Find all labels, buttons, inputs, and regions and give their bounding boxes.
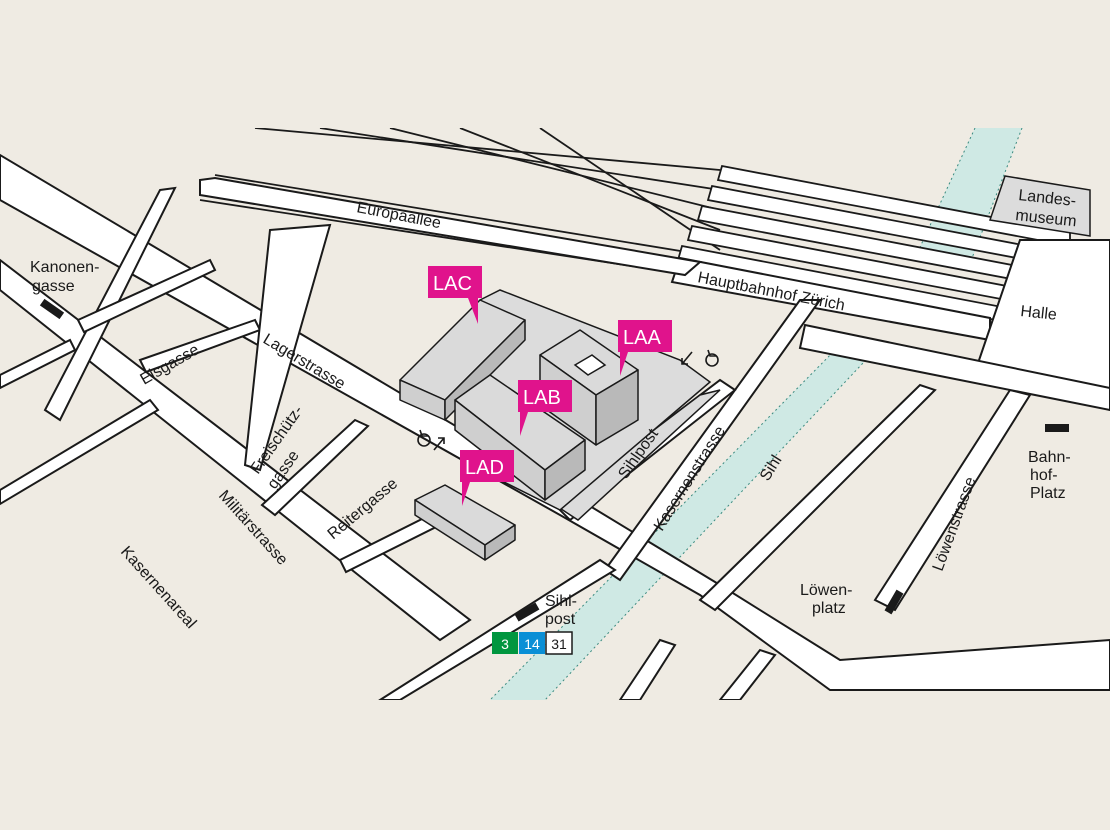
sihl-river bbox=[915, 128, 1022, 258]
building-lad bbox=[414, 484, 516, 561]
militaerstrasse-road bbox=[0, 257, 472, 642]
label-halle: Halle bbox=[1020, 303, 1058, 324]
lagerstrasse-road bbox=[0, 153, 1110, 691]
label-landesmuseum: Landes- bbox=[1018, 187, 1077, 210]
label-bahnhofplatz: Bahn- bbox=[1028, 449, 1071, 466]
entrance-arrow-icon bbox=[681, 351, 693, 365]
pin-laa[interactable]: LAA bbox=[618, 320, 672, 376]
label-bahnhofplatz-2: hof- bbox=[1030, 467, 1058, 484]
tram-stop-marker bbox=[1045, 424, 1069, 432]
tram-stop-marker bbox=[884, 589, 904, 615]
tram-stop-marker bbox=[39, 298, 65, 320]
pin-lad[interactable]: LAD bbox=[460, 450, 514, 506]
svg-text:LAA: LAA bbox=[623, 327, 661, 349]
railway-platforms bbox=[676, 164, 1071, 336]
tram-stop-name-2: post bbox=[545, 611, 576, 628]
europaallee-road bbox=[199, 176, 703, 277]
wheelchair-icon bbox=[705, 349, 719, 367]
label-kanonengasse-2: gasse bbox=[32, 278, 75, 295]
tram-stop-marker bbox=[514, 602, 540, 622]
svg-text:31: 31 bbox=[551, 636, 567, 652]
tram-line-badge: 31 bbox=[545, 631, 573, 655]
tram-line-badge: 14 bbox=[519, 632, 545, 654]
label-landesmuseum-2: museum bbox=[1015, 207, 1078, 230]
label-loewenplatz: Löwen- bbox=[800, 582, 852, 599]
wheelchair-icon bbox=[417, 429, 431, 447]
svg-text:LAB: LAB bbox=[523, 387, 561, 409]
landesmuseum-building bbox=[989, 175, 1091, 237]
tram-stop-name: Sihl- bbox=[545, 593, 577, 610]
svg-text:14: 14 bbox=[524, 636, 540, 652]
svg-text:LAD: LAD bbox=[465, 457, 504, 479]
label-loewenplatz-2: platz bbox=[812, 600, 846, 617]
svg-text:LAC: LAC bbox=[433, 273, 472, 295]
pin-lab[interactable]: LAB bbox=[518, 380, 572, 436]
label-kanonengasse: Kanonen- bbox=[30, 259, 99, 276]
tram-line-badge: 3 bbox=[492, 632, 518, 654]
label-bahnhofplatz-3: Platz bbox=[1030, 485, 1066, 502]
entrance-arrow-icon bbox=[433, 437, 445, 451]
pin-lac[interactable]: LAC bbox=[428, 266, 482, 324]
sihl-river-south bbox=[490, 345, 880, 700]
svg-text:3: 3 bbox=[501, 636, 509, 652]
